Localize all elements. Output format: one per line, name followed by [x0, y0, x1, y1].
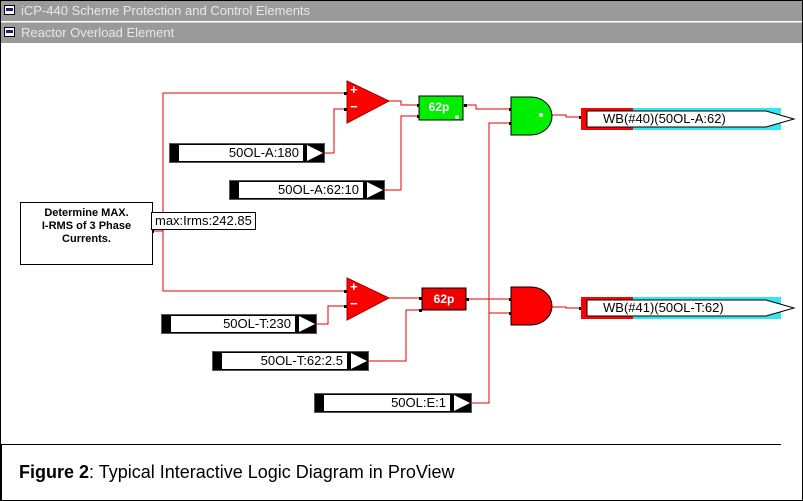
wires — [153, 92, 581, 404]
max-irms-label-line1: Determine MAX. — [44, 207, 129, 219]
setpoint-arrow-icon — [367, 182, 383, 198]
setpoint-50ol-enable-value: 50OL:E:1 — [324, 395, 450, 411]
timer-top-indicator — [455, 115, 459, 119]
and-gate-top[interactable] — [510, 96, 553, 136]
setpoint-50ol-a-timer-value: 50OL-A:62:10 — [239, 182, 363, 198]
and-gate-top-indicator — [539, 113, 543, 117]
output-bottom-label: WB(#41)(50OL-T:62) — [603, 300, 724, 315]
figure-caption-text: : Typical Interactive Logic Diagram in P… — [89, 462, 455, 482]
title-bar-element[interactable]: Reactor Overload Element — [1, 22, 802, 43]
timer-bottom-label: 62p — [433, 292, 455, 306]
setpoint-50ol-t-timer-value: 50OL-T:62:2.5 — [222, 353, 347, 369]
setpoint-arrow-icon — [454, 395, 470, 411]
setpoint-arrow-icon — [351, 353, 367, 369]
output-top[interactable] — [581, 108, 796, 130]
figure-caption: Figure 2: Typical Interactive Logic Diag… — [19, 462, 455, 483]
window-title-scheme: iCP-440 Scheme Protection and Control El… — [21, 3, 311, 18]
setpoint-50ol-t-pickup[interactable]: 50OL-T:230 — [161, 314, 317, 334]
comparator-top-minus: − — [350, 99, 358, 114]
setpoint-50ol-a-pickup[interactable]: 50OL-A:180 — [169, 143, 325, 163]
timer-bottom[interactable] — [421, 287, 467, 311]
setpoint-arrow-icon — [307, 145, 323, 161]
comparator-top[interactable] — [346, 80, 391, 124]
caption-divider-left — [1, 444, 2, 500]
setpoint-50ol-t-timer[interactable]: 50OL-T:62:2.5 — [212, 351, 369, 371]
max-irms-label-line2: I-RMS of 3 Phase — [41, 220, 132, 232]
output-bottom[interactable] — [581, 297, 796, 319]
window-menu-icon[interactable] — [4, 5, 15, 15]
figure-caption-number: Figure 2 — [19, 462, 90, 482]
timer-top-label: 62p — [428, 100, 450, 114]
setpoint-50ol-a-pickup-value: 50OL-A:180 — [179, 145, 303, 161]
setpoint-50ol-t-pickup-value: 50OL-T:230 — [171, 316, 295, 332]
setpoint-50ol-enable[interactable]: 50OL:E:1 — [314, 393, 472, 413]
comparator-top-plus: + — [350, 82, 358, 97]
and-gate-bottom[interactable] — [510, 286, 553, 326]
setpoint-50ol-a-timer[interactable]: 50OL-A:62:10 — [229, 180, 385, 200]
max-irms-readout: max:Irms:242.85 — [151, 212, 256, 230]
output-top-label: WB(#40)(50OL-A:62) — [603, 111, 726, 126]
max-irms-label-line3: Currents. — [62, 233, 111, 245]
window-menu-icon[interactable] — [4, 27, 15, 37]
comparator-bottom-minus: − — [350, 296, 358, 311]
setpoint-arrow-icon — [299, 316, 315, 332]
comparator-bottom-plus: + — [350, 279, 358, 294]
title-bar-scheme[interactable]: iCP-440 Scheme Protection and Control El… — [1, 1, 802, 21]
window-title-element: Reactor Overload Element — [21, 25, 175, 40]
caption-divider — [1, 444, 781, 445]
max-irms-block[interactable]: Determine MAX. I-RMS of 3 Phase Currents… — [20, 202, 153, 265]
comparator-bottom[interactable] — [346, 277, 391, 321]
